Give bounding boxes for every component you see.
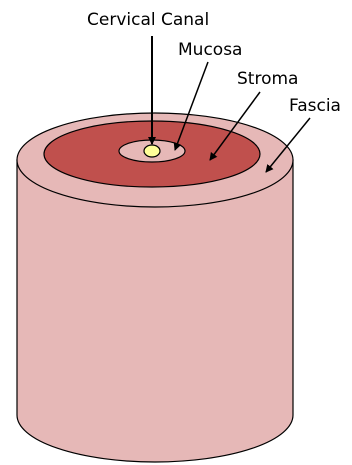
label-fascia: Fascia xyxy=(289,96,341,116)
label-cervical-canal: Cervical Canal xyxy=(87,10,209,30)
label-mucosa: Mucosa xyxy=(178,40,242,60)
label-stroma: Stroma xyxy=(237,69,298,89)
cervical-canal-lumen xyxy=(144,145,160,157)
